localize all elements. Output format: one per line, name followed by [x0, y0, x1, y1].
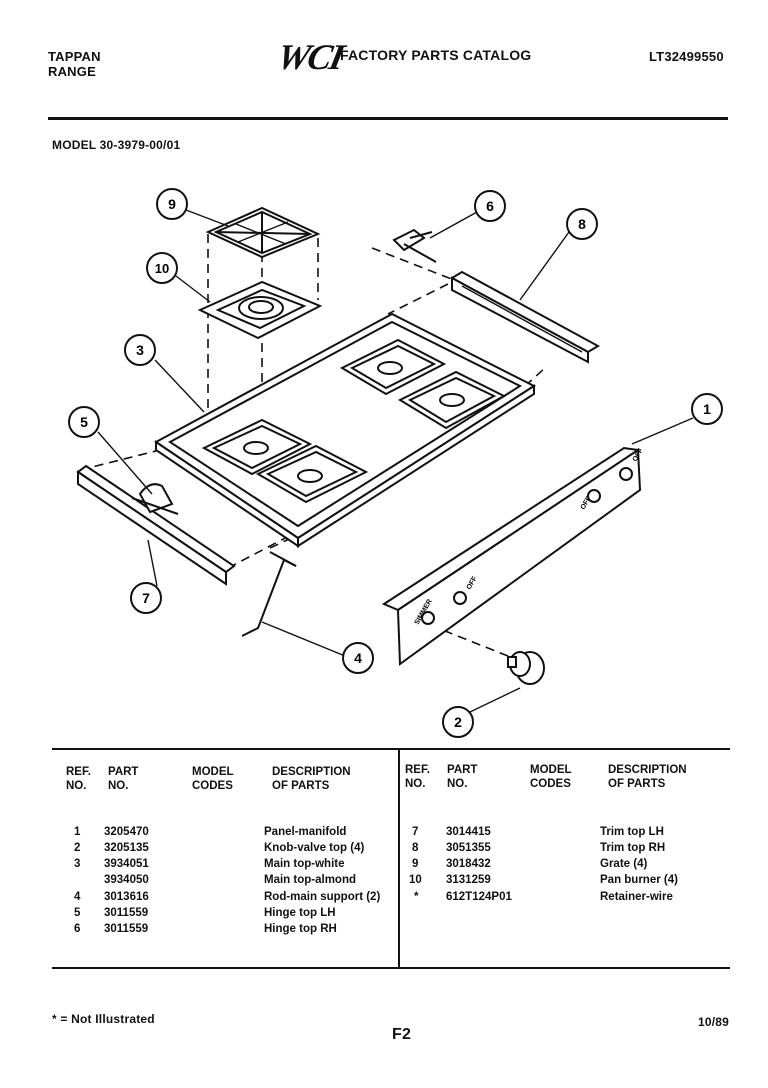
table-row-ref: 1 [74, 826, 81, 838]
manifold-panel-part [381, 446, 642, 666]
callout-leaders [97, 209, 694, 713]
table-row-desc: Grate (4) [600, 858, 648, 870]
support-rod-part [241, 551, 297, 637]
main-top-part [154, 312, 537, 548]
table-row-part: 3051355 [446, 842, 491, 854]
callout-label: 1 [703, 401, 711, 417]
table-row-part: 3131259 [446, 874, 491, 886]
callout-label: 10 [155, 261, 169, 276]
table-row-desc: Knob-valve top (4) [264, 842, 365, 854]
callout-9: 9 [156, 188, 188, 220]
table-row-ref: 2 [74, 842, 81, 854]
table-row-part: 3205470 [104, 826, 149, 838]
table-row-part: 3205135 [104, 842, 149, 854]
callout-label: 6 [486, 198, 494, 214]
table-row-ref: * [414, 891, 419, 903]
table-divider [398, 750, 400, 968]
callout-7: 7 [130, 582, 162, 614]
table-row-part: 3011559 [104, 923, 149, 935]
pan-burner-part [197, 280, 323, 340]
table-row-ref: 7 [412, 826, 419, 838]
catalog-code: LT32499550 [649, 49, 724, 64]
page-number: F2 [392, 1026, 412, 1043]
revision-date: 10/89 [698, 1015, 730, 1029]
header-ref-no: REF.NO. [405, 764, 430, 790]
table-row-desc: Retainer-wire [600, 891, 673, 903]
hinge-rh-part [392, 228, 437, 263]
table-row-desc: Main top-almond [264, 874, 356, 886]
table-top-rule [52, 748, 730, 750]
callout-5: 5 [68, 406, 100, 438]
knob-part [507, 651, 545, 685]
table-row-ref: 8 [412, 842, 419, 854]
table-row-ref: 3 [74, 858, 81, 870]
exploded-parts-diagram: SIMMER OFF OFF OFF 9 6 8 10 3 1 5 7 4 2 [68, 188, 723, 738]
callout-label: 4 [354, 650, 362, 666]
table-row-part: 3011559 [104, 907, 149, 919]
callout-10: 10 [146, 252, 178, 284]
table-row-desc: Panel-manifold [264, 826, 347, 838]
callout-label: 9 [168, 196, 176, 212]
table-row-desc: Hinge top RH [264, 923, 337, 935]
table-row-desc: Trim top RH [600, 842, 666, 854]
product-type: RANGE [48, 64, 96, 79]
callout-2: 2 [442, 706, 474, 738]
brand-name: TAPPAN [48, 49, 101, 64]
callout-3: 3 [124, 334, 156, 366]
callout-label: 2 [454, 714, 462, 730]
header-ref-no: REF.NO. [66, 766, 91, 792]
catalog-title: FACTORY PARTS CATALOG [340, 47, 532, 63]
table-row-ref: 5 [74, 907, 81, 919]
table-row-desc: Rod-main support (2) [264, 891, 381, 903]
header-rule [48, 117, 728, 120]
table-row-part: 612T124P01 [446, 891, 512, 903]
callout-8: 8 [566, 208, 598, 240]
callout-4: 4 [342, 642, 374, 674]
callout-label: 7 [142, 590, 150, 606]
callout-label: 5 [80, 414, 88, 430]
table-row-ref: 10 [409, 874, 422, 886]
table-row-part: 3934050 [104, 874, 149, 886]
callout-label: 3 [136, 342, 144, 358]
footnote: * = Not Illustrated [52, 1012, 155, 1026]
table-row-desc: Hinge top LH [264, 907, 336, 919]
hinge-lh-part [131, 483, 179, 515]
trim-lh-part [76, 464, 236, 586]
model-number: MODEL 30-3979-00/01 [52, 138, 181, 152]
table-row-desc: Main top-white [264, 858, 345, 870]
table-row-ref: 4 [74, 891, 81, 903]
table-row-ref: 6 [74, 923, 81, 935]
table-row-ref: 9 [412, 858, 419, 870]
table-row-part: 3934051 [104, 858, 149, 870]
table-bottom-rule [52, 967, 730, 969]
callout-6: 6 [474, 190, 506, 222]
table-row-part: 3013616 [104, 891, 149, 903]
table-row-part: 3018432 [446, 858, 491, 870]
table-row-desc: Trim top LH [600, 826, 664, 838]
table-row-part: 3014415 [446, 826, 491, 838]
table-row-desc: Pan burner (4) [600, 874, 678, 886]
callout-1: 1 [691, 393, 723, 425]
trim-rh-part [449, 270, 601, 364]
grate-part [205, 206, 321, 259]
callout-label: 8 [578, 216, 586, 232]
